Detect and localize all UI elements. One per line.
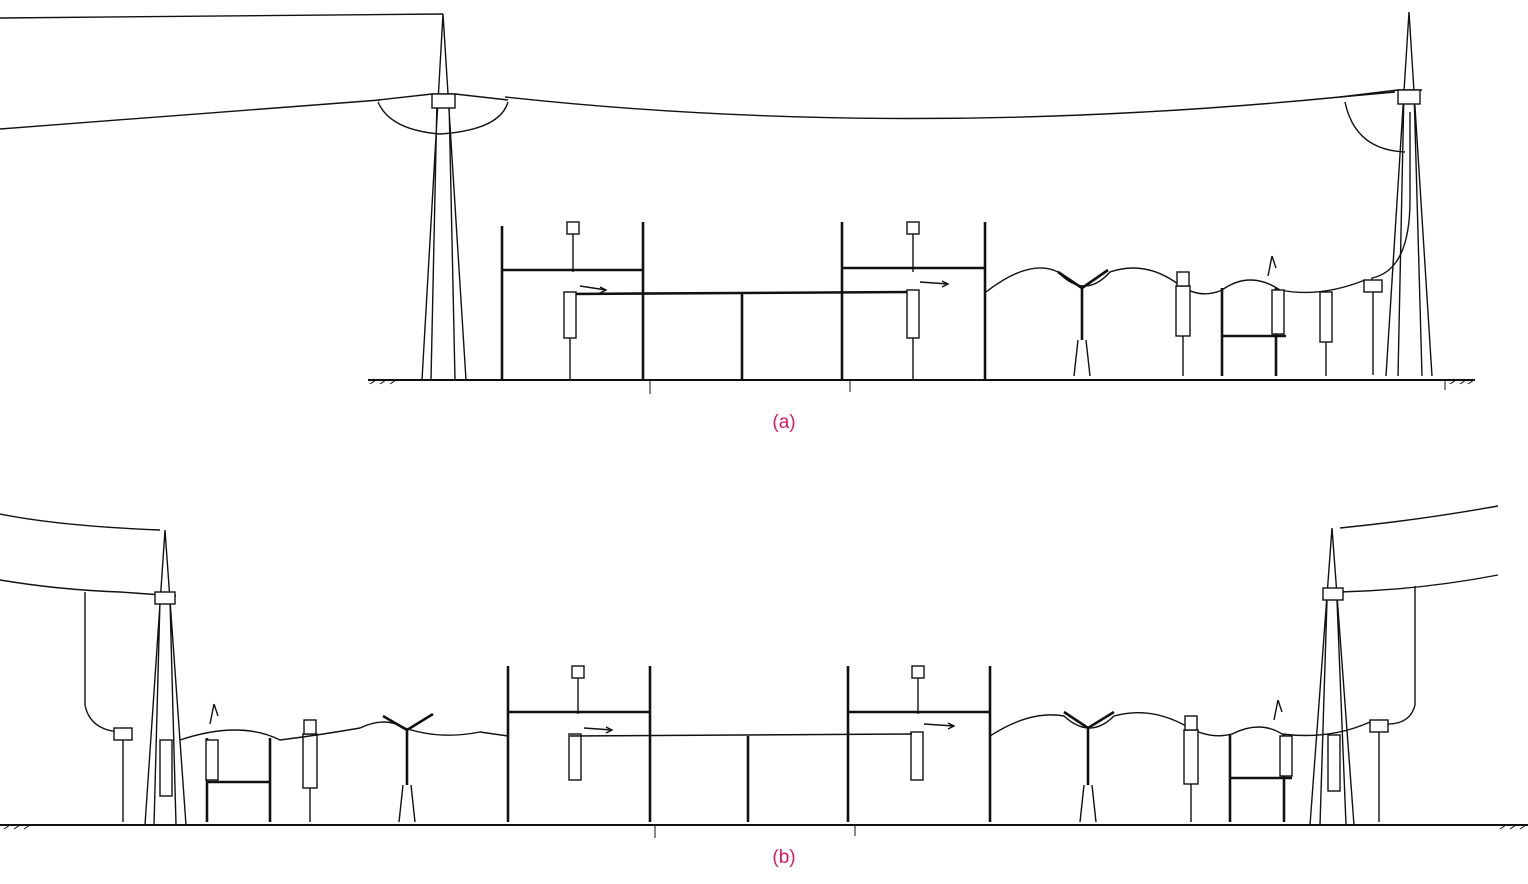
ground-hatch-a	[369, 379, 1475, 394]
y-insulator-a	[1057, 268, 1109, 377]
y-insulator-left-b	[382, 712, 434, 823]
overhead-line-right-b	[1339, 574, 1499, 593]
overhead-line-left-b	[0, 579, 177, 597]
y-insulator-right-b	[1063, 710, 1115, 823]
overhead-line-top-a	[0, 13, 444, 19]
caption-b: (b)	[772, 847, 795, 868]
overhead-span-a	[504, 91, 1396, 120]
transmission-tower-right-a	[1339, 11, 1433, 377]
transmission-tower-right-b	[1309, 527, 1416, 826]
conductor-left-b	[179, 721, 509, 741]
diagram-a	[0, 11, 1475, 394]
disconnector-a	[1220, 255, 1286, 376]
overhead-line-top-right-b	[1339, 505, 1499, 529]
transmission-tower-left-b	[84, 529, 187, 826]
circuit-breaker-2-a	[906, 289, 920, 380]
voltage-transformer-a	[1319, 291, 1333, 376]
diagram-b	[0, 505, 1528, 838]
overhead-line-left-a	[0, 99, 381, 130]
gantry-1-b	[506, 665, 652, 822]
overhead-line-top-left-b	[0, 513, 161, 531]
disconnector-left-b	[205, 703, 272, 822]
current-transformer-a	[1175, 271, 1191, 376]
caption-a: (a)	[772, 412, 795, 433]
current-transformer-left-b	[302, 719, 318, 822]
transmission-tower-left-a	[377, 13, 509, 381]
gantry-2-a	[840, 221, 987, 380]
ground-hatch-b	[3, 824, 1527, 838]
conductor-right-b	[989, 711, 1371, 737]
disconnector-right-b	[1228, 699, 1293, 822]
gantry-2-b	[846, 665, 992, 822]
busbar-a	[567, 290, 913, 296]
busbar-b	[569, 733, 913, 737]
current-transformer-right-b	[1183, 715, 1199, 822]
circuit-breaker-1-a	[563, 291, 577, 380]
gantry-1-a	[500, 221, 645, 380]
